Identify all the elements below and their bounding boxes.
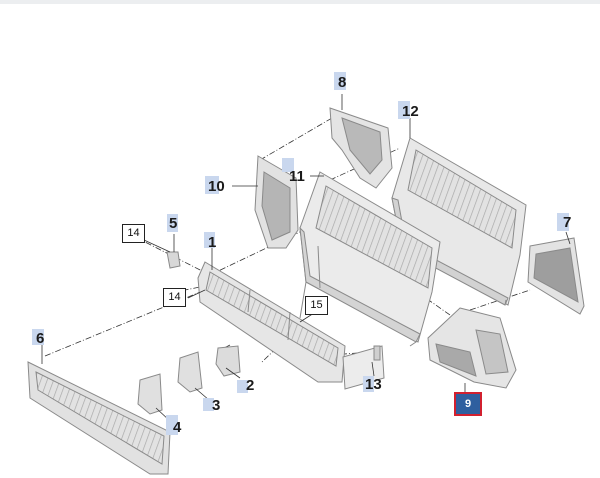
callout-1-tag[interactable] bbox=[204, 232, 215, 248]
part-2-bracket bbox=[215, 345, 241, 377]
callout-5-tag[interactable] bbox=[167, 214, 178, 232]
callout-6-tag[interactable] bbox=[32, 329, 44, 345]
part-11-front-frame bbox=[299, 171, 441, 347]
callout-7[interactable]: 7 bbox=[563, 214, 572, 231]
callout-12[interactable]: 12 bbox=[402, 103, 419, 120]
callout-4[interactable]: 4 bbox=[173, 419, 182, 436]
callout-15[interactable]: 15 bbox=[305, 296, 328, 315]
part-7-air-guide bbox=[527, 237, 585, 315]
callout-2[interactable]: 2 bbox=[246, 377, 255, 394]
callout-3[interactable]: 3 bbox=[212, 397, 221, 414]
callout-1[interactable]: 1 bbox=[208, 234, 217, 251]
part-9-lower-duct bbox=[427, 307, 517, 389]
callout-2-tag[interactable] bbox=[237, 380, 248, 393]
part-6-lower-grille bbox=[27, 361, 171, 475]
callout-10-tag[interactable] bbox=[205, 176, 219, 194]
callout-13-tag[interactable] bbox=[363, 376, 374, 392]
top-divider bbox=[0, 0, 600, 4]
callout-8[interactable]: 8 bbox=[338, 74, 347, 91]
callout-14-bottom[interactable]: 14 bbox=[163, 288, 186, 307]
part-1-carrier bbox=[197, 261, 346, 383]
callout-3-tag[interactable] bbox=[203, 398, 214, 411]
leader-lines bbox=[41, 94, 571, 422]
callout-8-tag[interactable] bbox=[334, 72, 346, 90]
callout-11[interactable]: 11 bbox=[289, 168, 305, 185]
part-8-air-duct bbox=[329, 107, 393, 189]
callout-5[interactable]: 5 bbox=[169, 215, 178, 232]
part-10-air-guide bbox=[254, 155, 299, 249]
callout-14-top[interactable]: 14 bbox=[122, 224, 145, 243]
callout-7-tag[interactable] bbox=[557, 213, 569, 231]
part-5-clip bbox=[166, 251, 181, 269]
callout-9-selected[interactable]: 9 bbox=[454, 392, 482, 416]
callout-4-tag[interactable] bbox=[166, 415, 178, 435]
callout-10[interactable]: 10 bbox=[208, 178, 225, 195]
part-4-bracket bbox=[137, 373, 163, 415]
callout-6[interactable]: 6 bbox=[36, 330, 45, 347]
callout-11-tag[interactable] bbox=[282, 158, 294, 172]
part-3-bracket bbox=[177, 351, 203, 393]
callout-13[interactable]: 13 bbox=[365, 376, 382, 393]
callout-12-tag[interactable] bbox=[398, 101, 410, 119]
